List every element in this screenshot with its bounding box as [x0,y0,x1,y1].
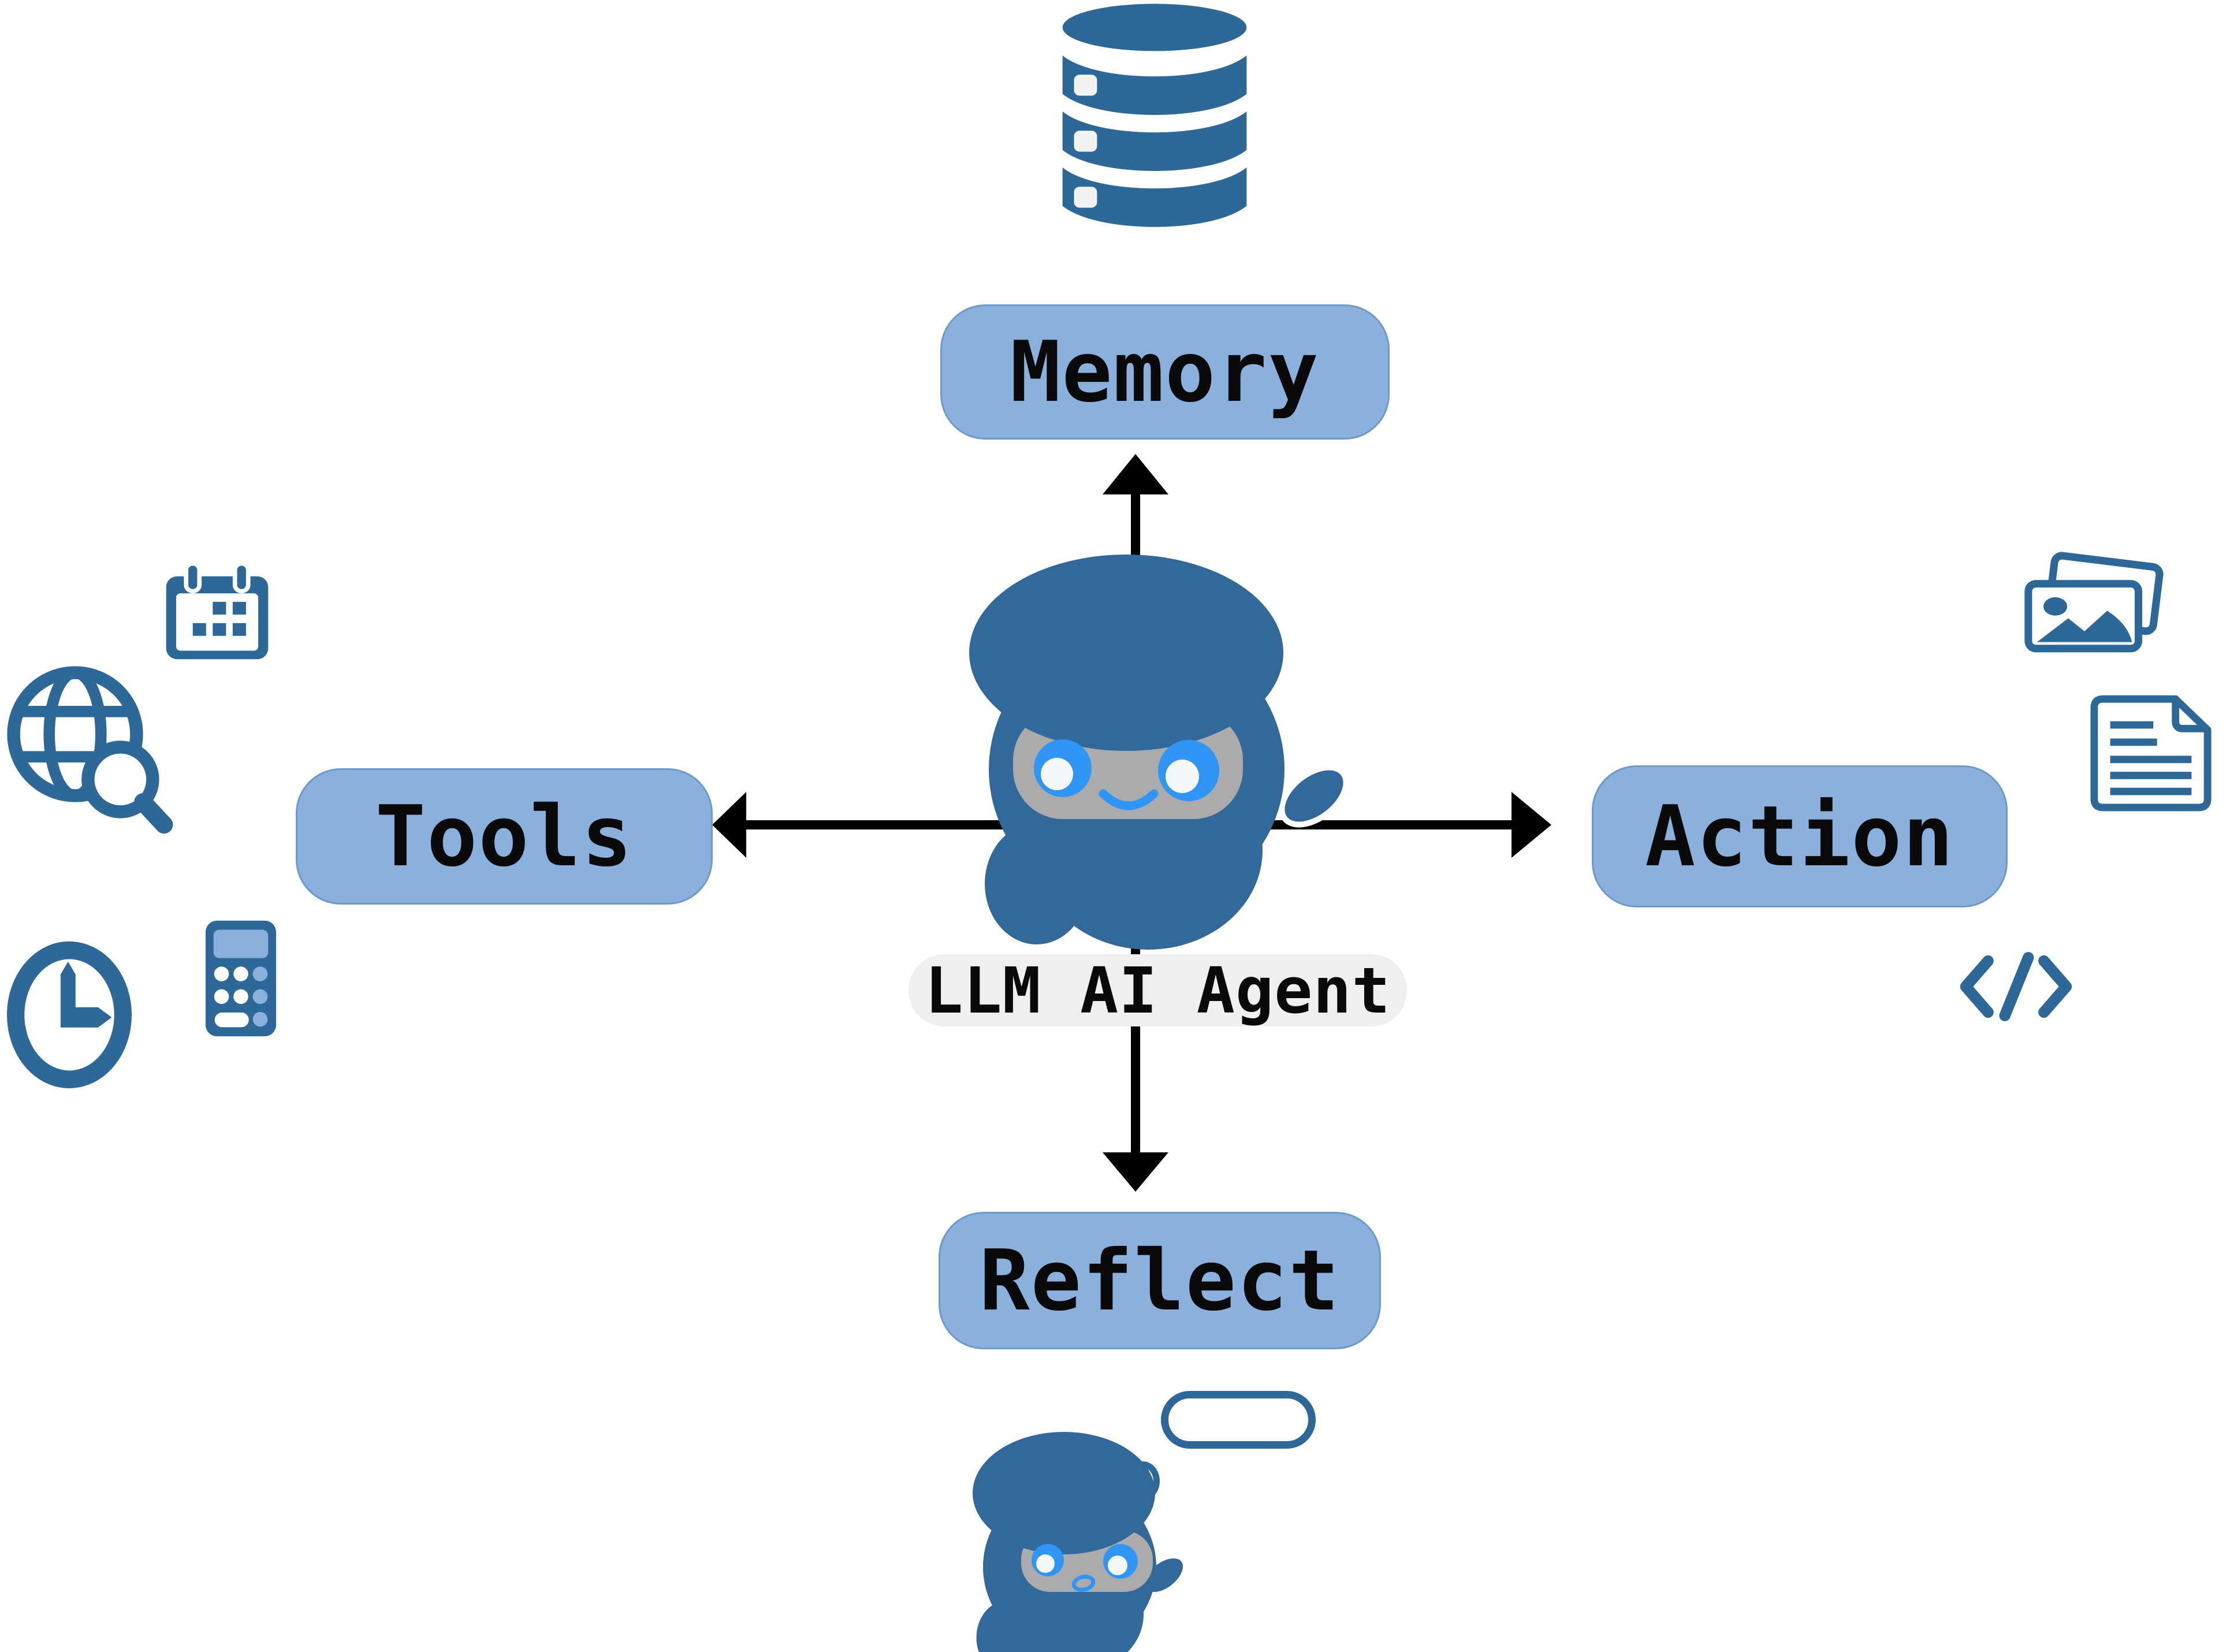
node-memory: Memory [940,304,1390,440]
database-icon [1062,3,1247,227]
node-action: Action [1592,765,2008,907]
node-tools: Tools [296,768,713,905]
calendar-icon [166,561,269,660]
agent-label: LLM AI Agent [909,954,1407,1028]
calculator-icon [205,920,277,1037]
node-reflect: Reflect [939,1212,1381,1349]
clock-icon [6,941,132,1088]
thinking-robot-icon [972,1432,1187,1652]
photos-icon [2024,552,2164,653]
thought-bubble [1161,1391,1316,1449]
robot-mascot-icon [969,555,1349,950]
document-icon [2090,695,2212,812]
code-icon [1960,952,2072,1021]
globe-search-icon [7,666,173,834]
